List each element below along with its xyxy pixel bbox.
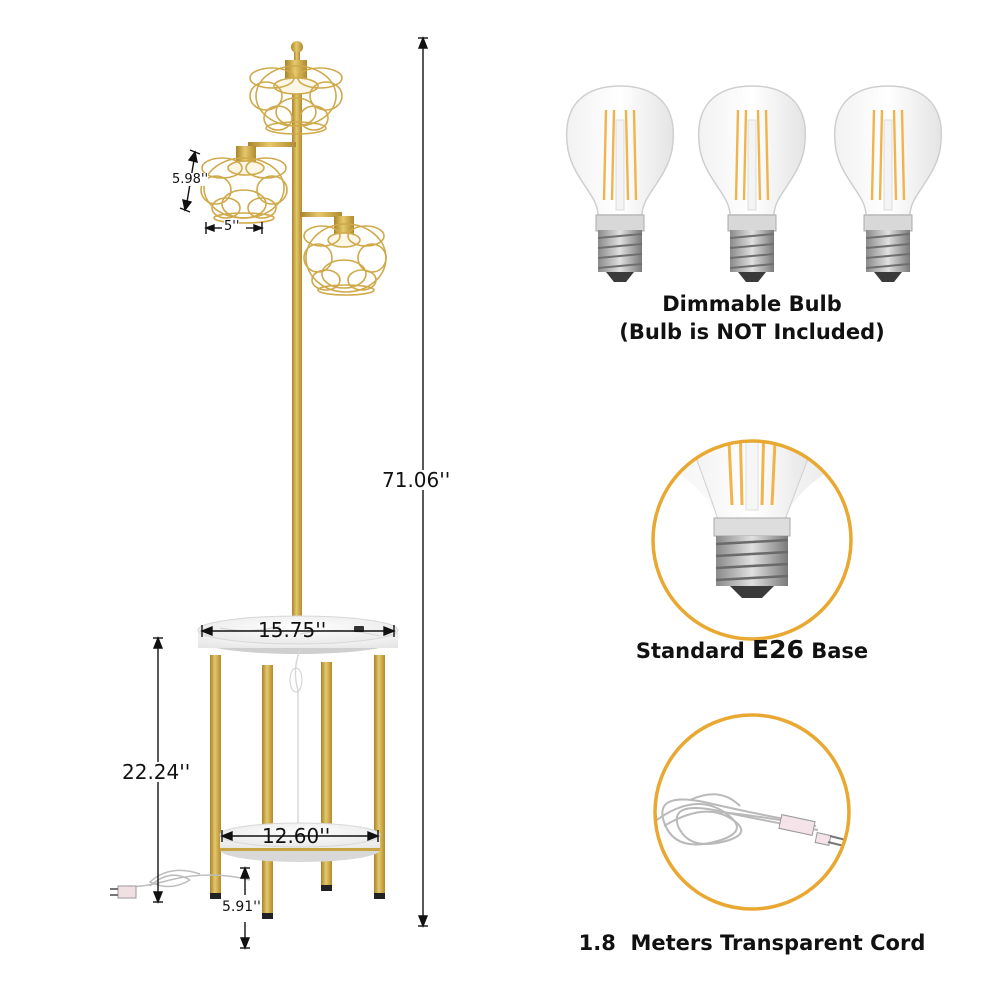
base-caption: Standard E26 Base (560, 636, 944, 665)
power-cord (129, 869, 251, 888)
table-legs (210, 655, 385, 915)
base-caption-emph: E26 (752, 635, 804, 664)
plug-icon (117, 885, 137, 899)
lamp-arm (248, 142, 296, 147)
table-top (197, 615, 399, 654)
e26-base-closeup (651, 439, 853, 641)
cord-caption: 1.8 Meters Transparent Cord (578, 931, 926, 955)
bulb-icon (697, 85, 807, 282)
base-caption-suffix: Base (803, 639, 869, 663)
bulb-icon (833, 85, 943, 282)
shelf-width-label: 12.60'' (262, 824, 331, 848)
accent-circle (653, 713, 851, 911)
lamp-shade (303, 216, 387, 296)
lamp-arm (300, 212, 342, 217)
lamp-shade (249, 60, 343, 135)
lamp-shade (200, 146, 288, 224)
table-height-label: 22.24'' (122, 760, 191, 784)
bulb-icon (565, 85, 675, 282)
bulb-caption-line1: Dimmable Bulb (662, 292, 842, 316)
table-shelf (219, 822, 381, 862)
lamp-pole (292, 64, 302, 639)
total-height-label: 71.06'' (382, 468, 451, 492)
base-caption-prefix: Standard (635, 639, 753, 663)
accent-circle (651, 439, 853, 641)
bulb-group (565, 85, 943, 282)
cord-closeup (653, 713, 851, 911)
shade-height-label: 5.98'' (172, 172, 209, 187)
shade-width-label: 5'' (224, 219, 240, 234)
floor-lamp (110, 41, 399, 919)
table-top-width-label: 15.75'' (258, 618, 327, 642)
pole-finial (291, 41, 303, 53)
bulb-caption-line2: (Bulb is NOT Included) (619, 320, 885, 344)
shelf-height-label: 5.91'' (222, 899, 261, 915)
bulb-caption: Dimmable Bulb (Bulb is NOT Included) (560, 290, 944, 346)
